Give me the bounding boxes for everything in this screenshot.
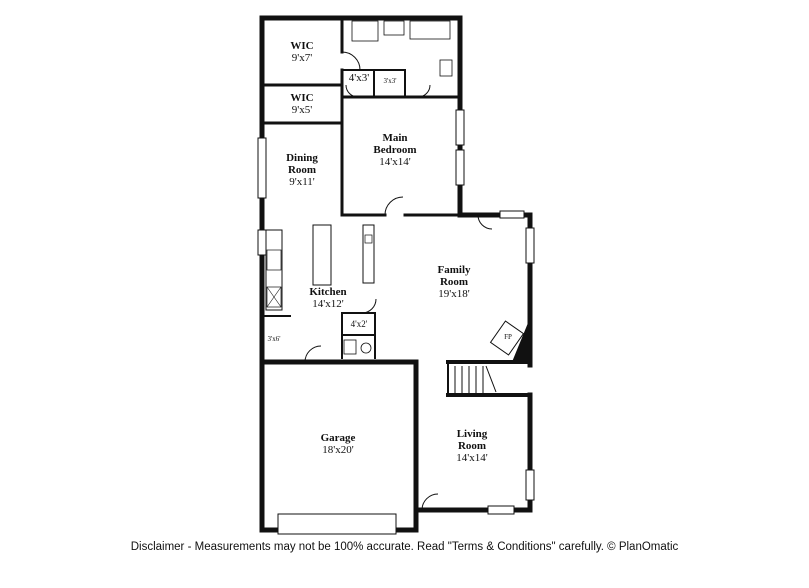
closet-3x3-dim: 3'x3' (383, 77, 397, 85)
window (487, 505, 515, 515)
garage-name: Garage (320, 432, 356, 444)
wic-2-label: WIC 9'x5' (272, 92, 332, 116)
shower (351, 20, 379, 42)
closet-4x3-label: 4'x3' (343, 72, 375, 84)
dining-room-label: Dining Room 9'x11' (272, 152, 332, 188)
interior-wall (340, 68, 387, 217)
garage-dim: 18'x20' (322, 444, 354, 456)
window (277, 513, 397, 535)
wic-2-dim: 9'x5' (291, 104, 313, 116)
wic-1-name: WIC (290, 40, 314, 52)
family-room-label: Family Room 19'x18' (414, 264, 494, 300)
vanity (383, 20, 405, 36)
window (257, 137, 267, 199)
living-room-name-1: Living (456, 428, 488, 440)
main-bedroom-label: Main Bedroom 14'x14' (355, 132, 435, 168)
family-room-name-1: Family (437, 264, 471, 276)
exterior-wall (259, 362, 281, 533)
closet-4x2-label: 4'x2' (343, 318, 375, 330)
fridge (266, 286, 282, 308)
closet-4x3-dim: 4'x3' (348, 72, 370, 84)
bathtub (409, 20, 451, 40)
dining-room-name-1: Dining (286, 152, 318, 164)
kitchen-label: Kitchen 14'x12' (288, 286, 368, 310)
dining-room-dim: 9'x11' (289, 176, 315, 188)
door-swing (361, 298, 377, 314)
family-room-dim: 19'x18' (438, 288, 470, 300)
kitchen-name: Kitchen (309, 286, 347, 298)
door-swing (417, 84, 431, 98)
main-bedroom-dim: 14'x14' (379, 156, 411, 168)
window (455, 109, 465, 146)
window (455, 149, 465, 186)
window (525, 469, 535, 501)
toilet (439, 59, 453, 77)
disclaimer-text: Disclaimer - Measurements may not be 100… (130, 541, 679, 553)
living-room-label: Living Room 14'x14' (432, 428, 512, 464)
closet-3x6-label: 3'x6' (262, 335, 286, 343)
living-room-dim: 14'x14' (456, 452, 488, 464)
sink (364, 234, 373, 244)
fireplace-label: FP (498, 333, 518, 341)
dining-room-name-2: Room (287, 164, 317, 176)
door-swing (384, 196, 404, 216)
kitchen-counter (362, 224, 375, 284)
main-bedroom-name-2: Bedroom (373, 144, 417, 156)
stove (266, 249, 282, 271)
window (499, 210, 525, 219)
kitchen-island (312, 224, 332, 286)
main-bedroom-name-1: Main (382, 132, 408, 144)
garage-label: Garage 18'x20' (298, 432, 378, 456)
kitchen-dim: 14'x12' (312, 298, 344, 310)
counter-left (265, 229, 283, 311)
closet-3x6-dim: 3'x6' (267, 335, 281, 343)
closet-3x3-label: 3'x3' (375, 77, 405, 85)
wic-2-name: WIC (290, 92, 314, 104)
door-swing (477, 214, 493, 230)
wic-1-label: WIC 9'x7' (272, 40, 332, 64)
door-swing (345, 84, 359, 98)
half-bath-toilet (343, 339, 357, 355)
closet-4x2-dim: 4'x2' (350, 319, 368, 329)
door-swing (341, 51, 361, 71)
window (257, 229, 267, 256)
family-room-name-2: Room (439, 276, 469, 288)
window (525, 227, 535, 264)
floor-plan (257, 15, 535, 535)
interior-wall (341, 312, 376, 359)
fireplace-box (489, 320, 525, 356)
fireplace-name: FP (504, 333, 512, 341)
door-swing (421, 493, 439, 511)
exterior-wall (413, 392, 533, 513)
half-bath-sink (360, 342, 372, 354)
door-swing (304, 345, 322, 363)
fireplace-hearth (512, 318, 530, 362)
living-room-name-2: Room (457, 440, 487, 452)
stairs (454, 365, 497, 393)
wic-1-dim: 9'x7' (291, 52, 313, 64)
